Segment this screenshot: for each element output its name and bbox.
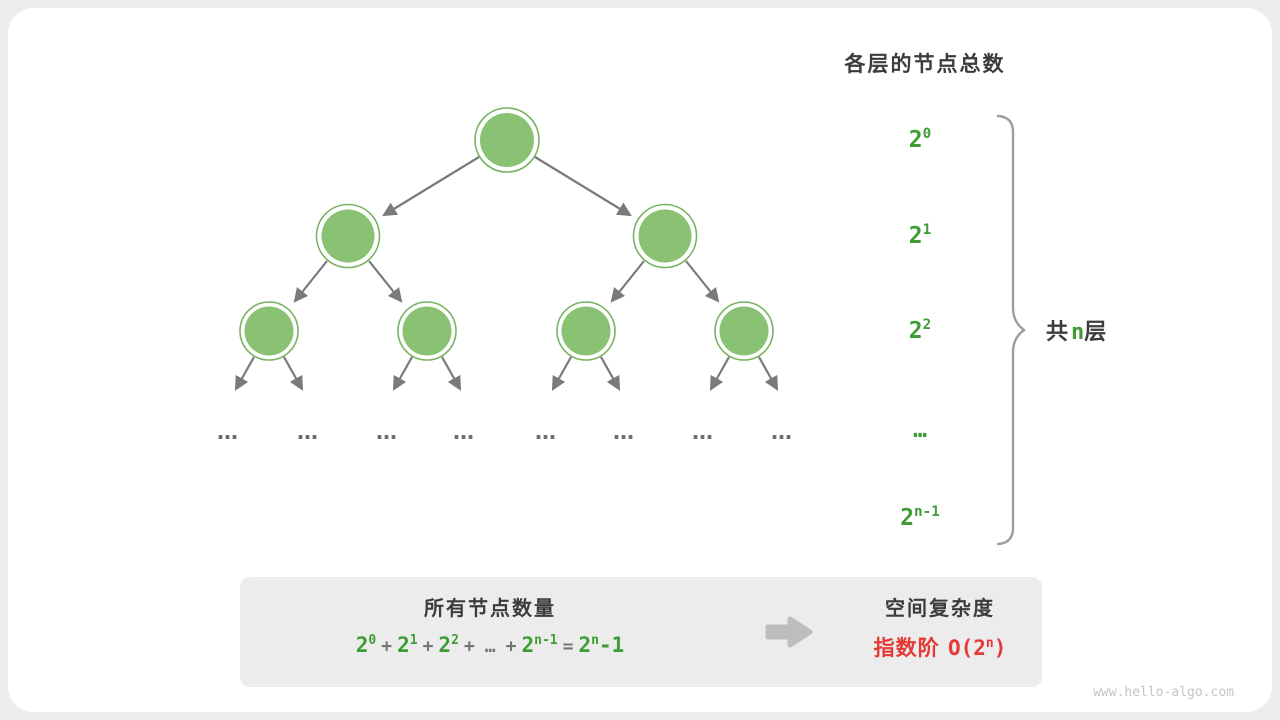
tree-node <box>556 301 616 361</box>
level-count-exp: n-1 <box>914 504 940 521</box>
total-nodes-formula: 20+21+22+…+2n-1=2n-1 <box>280 633 700 657</box>
watermark: www.hello-algo.com <box>1093 685 1234 700</box>
formula-term: 20 <box>355 633 377 657</box>
summary-box: 所有节点数量 20+21+22+…+2n-1=2n-1 空间复杂度 指数阶 O(… <box>240 577 1042 687</box>
formula-term: 2n-1 <box>521 633 558 657</box>
tree-node <box>474 107 540 173</box>
implies-arrow-icon <box>765 616 813 648</box>
total-levels-label: 共n层 <box>1046 314 1109 346</box>
levels-brace <box>996 114 1027 546</box>
tree-ellipsis: … <box>771 420 793 444</box>
total-levels-n: n <box>1071 320 1085 345</box>
level-count-0: 20 <box>858 127 982 153</box>
level-count-exp: 1 <box>922 222 932 239</box>
complexity-notation: O(2n) <box>947 636 1007 660</box>
level-count-last: 2n-1 <box>858 505 982 531</box>
tree-node <box>239 301 299 361</box>
equals-operator: = <box>562 636 574 657</box>
tree-ellipsis: … <box>297 420 319 444</box>
level-count-base: 2 <box>900 505 915 531</box>
complexity-order-label: 指数阶 <box>873 636 940 660</box>
tree-ellipsis: … <box>376 420 398 444</box>
tree-node <box>315 203 381 269</box>
level-count-2: 22 <box>858 318 982 344</box>
plus-operator: + <box>381 636 393 657</box>
level-count-exp: 0 <box>922 126 932 143</box>
tree-node <box>714 301 774 361</box>
level-count-base: 2 <box>908 127 923 153</box>
space-complexity-title: 空间复杂度 <box>885 596 995 620</box>
levels-title: 各层的节点总数 <box>844 52 1006 76</box>
tree-ellipsis: … <box>217 420 239 444</box>
level-count-exp: 2 <box>922 317 932 334</box>
formula-result: 2n-1 <box>578 633 625 657</box>
formula-ellipsis: … <box>484 636 496 657</box>
total-nodes-title: 所有节点数量 <box>424 596 556 620</box>
plus-operator: + <box>422 636 434 657</box>
tree-edges <box>234 156 779 391</box>
tree-ellipsis: … <box>613 420 635 444</box>
plus-operator: + <box>505 636 517 657</box>
tree-node <box>632 203 698 269</box>
formula-term: 22 <box>438 633 459 657</box>
tree-node <box>397 301 457 361</box>
level-count-dots: … <box>913 417 927 443</box>
plus-operator: + <box>463 636 475 657</box>
level-count-base: 2 <box>908 318 923 344</box>
formula-term: 21 <box>397 633 418 657</box>
total-levels-prefix: 共 <box>1046 320 1072 345</box>
level-count-base: 2 <box>908 223 923 249</box>
total-levels-suffix: 层 <box>1084 320 1110 345</box>
tree-ellipsis: … <box>535 420 557 444</box>
tree-ellipsis: … <box>692 420 714 444</box>
level-count-1: 21 <box>858 223 982 249</box>
tree-ellipsis: … <box>453 420 475 444</box>
tree-nodes <box>239 107 774 361</box>
space-complexity-value: 指数阶 O(2n) <box>815 632 1065 662</box>
